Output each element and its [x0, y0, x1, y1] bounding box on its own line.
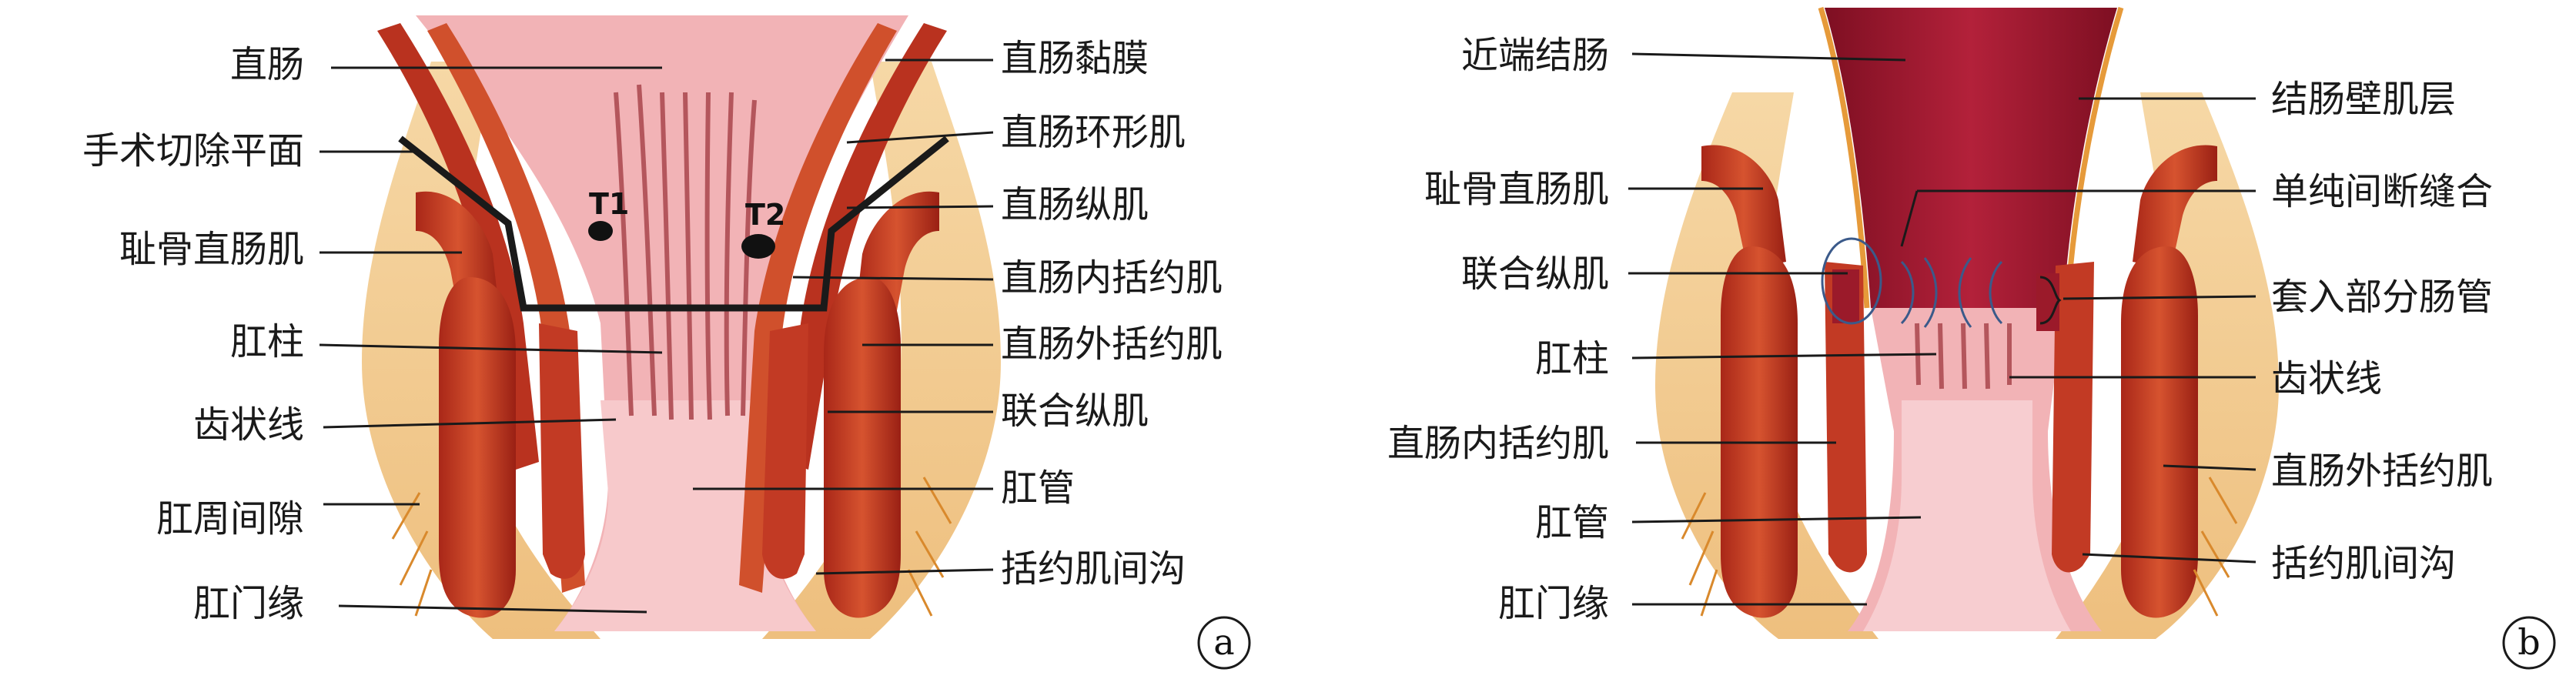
label-anal-columns: 肛柱 [230, 320, 304, 363]
panel-b-letter: b [2517, 621, 2540, 663]
label-internal-sphincter-b: 直肠内括约肌 [1387, 422, 1609, 465]
panel-a-labels-right: 直肠黏膜 直肠环形肌 直肠纵肌 直肠内括约肌 直肠外括约肌 联合纵肌 肛管 括约… [1001, 37, 1223, 590]
panel-b-labels-right: 结肠壁肌层 单纯间断缝合 套入部分肠管 齿状线 直肠外括约肌 括约肌间沟 [2271, 78, 2493, 585]
colon-wall-muscle-layer [1818, 6, 2124, 309]
label-external-sphincter: 直肠外括约肌 [1001, 323, 1223, 366]
label-dentate-line: 齿状线 [193, 403, 304, 447]
panel-b-leaders [1628, 52, 2257, 606]
rectal-mucosa [416, 15, 908, 631]
label-anal-canal-b: 肛管 [1535, 501, 1609, 544]
label-anal-verge: 肛门缘 [193, 582, 304, 625]
resection-plane-line [398, 135, 949, 312]
label-colon-wall-muscle: 结肠壁肌层 [2271, 78, 2456, 121]
internal-sphincter-left [539, 323, 585, 579]
internal-sphincter-left-b [1825, 262, 1867, 573]
t1-label: T1 [589, 187, 629, 221]
label-anal-verge-b: 肛门缘 [1498, 582, 1609, 625]
panel-b-letter-circle [2502, 616, 2556, 670]
panel-a-illustration: T1 T2 [362, 15, 1001, 639]
panel-a-leaders [319, 59, 994, 614]
label-external-sphincter-b: 直肠外括约肌 [2271, 450, 2493, 493]
label-rectal-mucosa: 直肠黏膜 [1001, 37, 1149, 80]
invaginated-bowel-left [1832, 269, 1859, 323]
label-rectal-circular-muscle: 直肠环形肌 [1001, 111, 1186, 154]
internal-sphincter-right-b [2052, 262, 2094, 573]
anal-columns [614, 84, 757, 420]
label-internal-sphincter: 直肠内括约肌 [1001, 256, 1223, 299]
label-dentate-line-b: 齿状线 [2271, 357, 2382, 400]
label-perianal-space: 肛周间隙 [156, 497, 304, 540]
anal-canal-lumen-b [1863, 400, 2071, 631]
label-puborectalis: 耻骨直肠肌 [119, 228, 304, 271]
external-sphincter-left-b [1721, 246, 1798, 618]
label-conjoint-longitudinal-muscle: 联合纵肌 [1001, 390, 1149, 433]
label-simple-interrupted-suture: 单纯间断缝合 [2271, 170, 2493, 213]
label-invaginated-bowel: 套入部分肠管 [2271, 276, 2493, 319]
puborectalis-right-b [2133, 145, 2217, 269]
external-sphincter-right [824, 277, 901, 618]
label-intersphincteric-groove-b: 括约肌间沟 [2271, 542, 2456, 585]
puborectalis-left-b [1701, 145, 1786, 269]
label-anal-canal: 肛管 [1001, 467, 1075, 510]
label-resection-plane: 手术切除平面 [82, 129, 304, 172]
label-conjoint-longitudinal-muscle-b: 联合纵肌 [1461, 253, 1609, 296]
invagination-brace [2039, 276, 2062, 325]
invaginated-bowel-right [2036, 273, 2059, 331]
panel-a-labels-left: 直肠 手术切除平面 耻骨直肠肌 肛柱 齿状线 肛周间隙 肛门缘 [82, 43, 304, 625]
panel-a-letter-circle [1197, 616, 1251, 670]
panel-b-illustration [1655, 6, 2279, 639]
panel-b-labels-left: 近端结肠 耻骨直肠肌 联合纵肌 肛柱 直肠内括约肌 肛管 肛门缘 [1387, 34, 1609, 625]
t2-label: T2 [745, 198, 785, 232]
perianal-branches-b [1681, 477, 2238, 617]
proximal-colon [1825, 8, 2117, 308]
interrupted-sutures [1821, 237, 2003, 328]
tumor-t1-marker [588, 221, 613, 241]
panel-a-letter: a [1213, 621, 1234, 663]
tumor-t2-marker [741, 234, 775, 259]
label-puborectalis-b: 耻骨直肠肌 [1424, 168, 1609, 211]
label-intersphincteric-groove: 括约肌间沟 [1001, 547, 1186, 590]
label-rectal-longitudinal-muscle: 直肠纵肌 [1001, 183, 1149, 226]
label-anal-columns-b: 肛柱 [1535, 337, 1609, 380]
external-sphincter-right-b [2121, 246, 2198, 618]
label-rectum: 直肠 [230, 43, 304, 86]
external-sphincter-left [439, 277, 516, 618]
perianal-fat-left-b [1655, 92, 1878, 639]
label-proximal-colon: 近端结肠 [1461, 34, 1609, 77]
internal-sphincter-right [762, 323, 808, 579]
